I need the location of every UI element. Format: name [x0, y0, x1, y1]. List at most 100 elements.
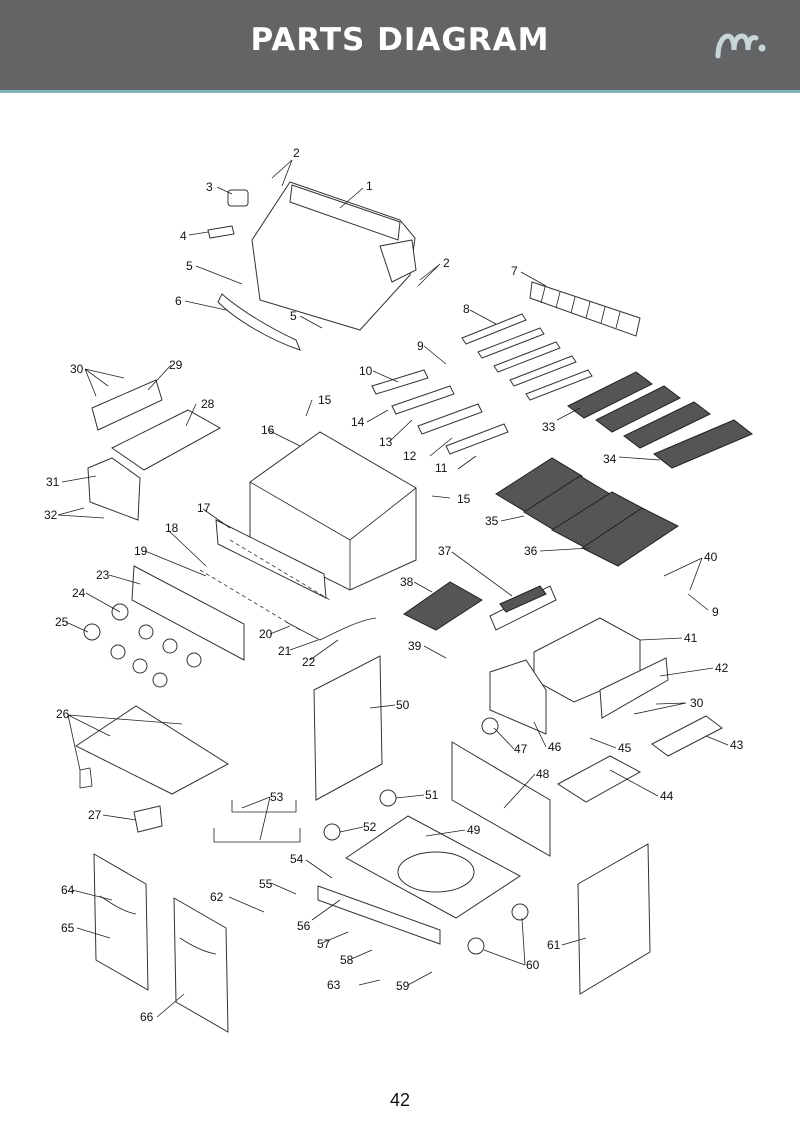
- callout: 3: [206, 180, 213, 194]
- callout: 11: [435, 461, 448, 475]
- side-burner-housing-part: [481, 659, 547, 735]
- callout: 34: [603, 452, 617, 466]
- callout: 4: [180, 229, 187, 243]
- callout: 25: [55, 615, 69, 629]
- callout: 56: [297, 919, 311, 933]
- side-shelf-right-part: [557, 715, 723, 803]
- callout: 65: [61, 921, 75, 935]
- callout: 57: [317, 937, 331, 951]
- handle-tube-part: [217, 293, 301, 351]
- brackets-part: [213, 800, 301, 843]
- page-number: 42: [389, 1090, 411, 1110]
- flame-tamers-part: [567, 371, 753, 469]
- callout: 47: [514, 742, 528, 756]
- cart-right-panel-part: [577, 843, 651, 995]
- callout: 2: [293, 146, 300, 160]
- callout: 64: [61, 883, 75, 897]
- exploded-parts-diagram: 1 2 2 3 4 5 5 6 7 8 9 9 10 11 12 13 14 1…: [44, 146, 753, 1033]
- callout: 55: [259, 877, 273, 891]
- callout: 50: [396, 698, 410, 712]
- callout: 61: [547, 938, 561, 952]
- callout-labels: 1 2 2 3 4 5 5 6 7 8 9 9 10 11 12 13 14 1…: [44, 146, 744, 1024]
- callout: 27: [88, 808, 102, 822]
- temperature-gauge-part: [227, 189, 249, 207]
- callout: 5: [186, 259, 193, 273]
- callout: 45: [618, 741, 632, 755]
- casters-part: [323, 789, 529, 955]
- callout: 58: [340, 953, 354, 967]
- warming-rack-part: [529, 281, 641, 337]
- callout: 40: [704, 550, 718, 564]
- callout: 29: [169, 358, 183, 372]
- callout: 2: [443, 256, 450, 270]
- brand-logo-icon: [715, 33, 766, 59]
- callout: 63: [327, 978, 341, 992]
- callout: 30: [70, 362, 84, 376]
- callout: 26: [56, 707, 70, 721]
- callout: 9: [417, 339, 424, 353]
- left-side-shelf-part: [87, 379, 222, 521]
- callout: 44: [660, 789, 674, 803]
- callout: 53: [270, 790, 284, 804]
- callout: 13: [379, 435, 393, 449]
- callout: 16: [261, 423, 275, 437]
- callout: 52: [363, 820, 377, 834]
- callout: 60: [526, 958, 540, 972]
- side-burner-part: [403, 581, 669, 719]
- callout: 22: [302, 655, 316, 669]
- callout: 19: [134, 544, 148, 558]
- burners-part: [371, 369, 509, 455]
- callout: 17: [197, 501, 211, 515]
- cart-back-panel-part: [451, 741, 551, 857]
- callout: 33: [542, 420, 556, 434]
- callout: 1: [366, 179, 373, 193]
- callout: 54: [290, 852, 304, 866]
- callout: 32: [44, 508, 58, 522]
- bottom-base-part: [317, 815, 521, 945]
- heat-tents-part: [461, 313, 593, 401]
- callout: 49: [467, 823, 481, 837]
- page-header: PARTS DIAGRAM: [0, 0, 800, 93]
- callout: 36: [524, 544, 538, 558]
- cart-left-panel-part: [313, 655, 383, 801]
- callout: 5: [290, 309, 297, 323]
- hood-part: [251, 181, 417, 331]
- callout: 6: [175, 294, 182, 308]
- valves-manifold-part: [199, 539, 377, 641]
- callout: 46: [548, 740, 562, 754]
- callout: 28: [201, 397, 215, 411]
- callout: 48: [536, 767, 550, 781]
- callout: 12: [403, 449, 417, 463]
- callout: 37: [438, 544, 452, 558]
- callout: 42: [715, 661, 729, 675]
- callout: 20: [259, 627, 273, 641]
- callout: 62: [210, 890, 224, 904]
- leader-lines: [57, 159, 729, 1018]
- callout: 30: [690, 696, 704, 710]
- doors-part: [93, 853, 229, 1033]
- callout: 59: [396, 979, 410, 993]
- callout: 14: [351, 415, 365, 429]
- drip-tray-part: [75, 705, 229, 833]
- hood-handle-part: [207, 225, 235, 239]
- control-panel-part: [83, 519, 327, 688]
- callout: 7: [511, 264, 518, 278]
- callout: 24: [72, 586, 86, 600]
- callout: 41: [684, 631, 698, 645]
- callout: 35: [485, 514, 499, 528]
- callout: 51: [425, 788, 439, 802]
- callout: 31: [46, 475, 60, 489]
- callout: 8: [463, 302, 470, 316]
- callout: 23: [96, 568, 110, 582]
- callout: 15: [318, 393, 332, 407]
- callout: 21: [278, 644, 292, 658]
- page-title: PARTS DIAGRAM: [250, 22, 550, 58]
- callout: 9: [712, 605, 719, 619]
- callout: 38: [400, 575, 414, 589]
- cooking-grates-part: [495, 457, 679, 567]
- callout: 18: [165, 521, 179, 535]
- callout: 15: [457, 492, 471, 506]
- callout: 66: [140, 1010, 154, 1024]
- callout: 43: [730, 738, 744, 752]
- callout: 10: [359, 364, 373, 378]
